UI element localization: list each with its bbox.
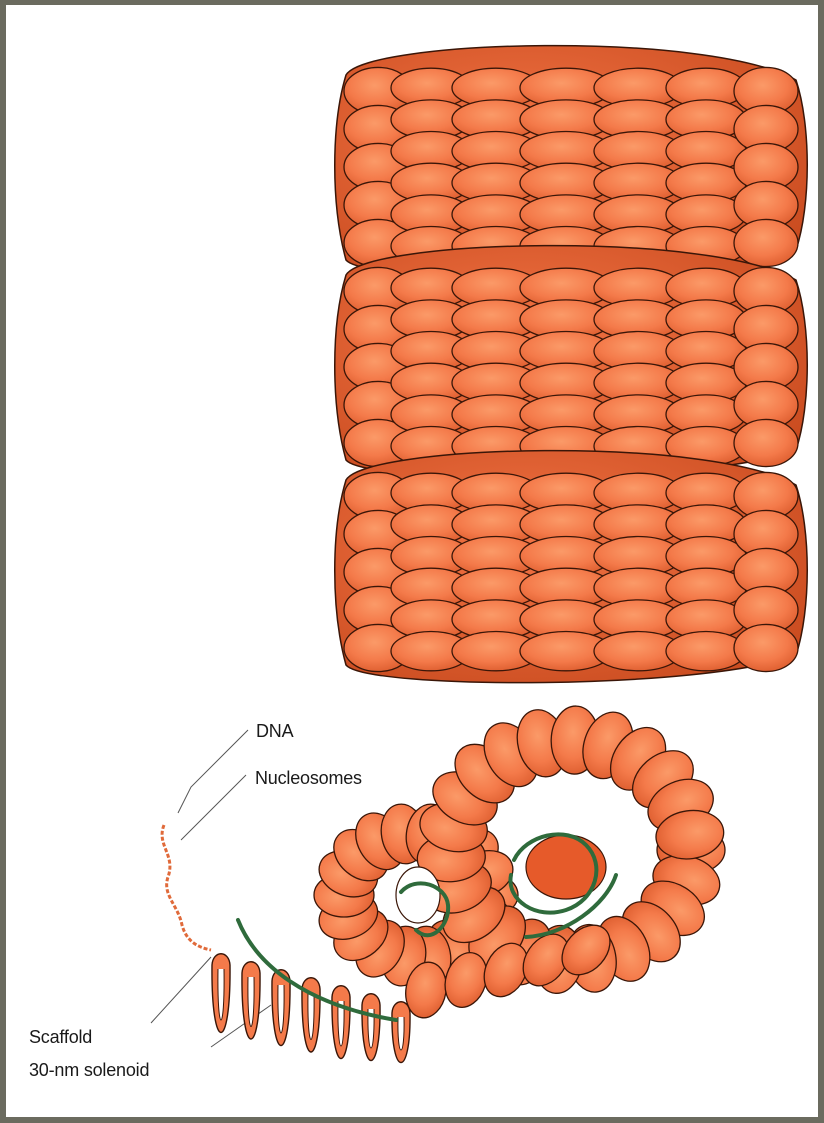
nucleosome-bead [734,624,798,671]
nucleosomes-label: Nucleosomes [255,768,362,789]
solenoid-coil [313,704,727,1021]
dna-leader-line [178,730,248,813]
chromatin-condensation-diagram [6,5,818,1117]
nucleosome-bead [734,419,798,466]
scaffold-label: Scaffold [29,1027,92,1048]
condensed-tier [335,451,808,683]
dna-strand [162,825,211,950]
solenoid-label: 30-nm solenoid [29,1060,149,1081]
scaffold-leader-line [151,957,211,1023]
nucleosome-bead [734,219,798,266]
condensed-tier [335,46,808,278]
nucleosomes-leader-line [181,775,246,840]
dna-label: DNA [256,721,293,742]
figure-panel: DNA Nucleosomes Scaffold 30-nm solenoid [6,5,818,1117]
condensed-chromatin-body [313,46,808,1021]
condensed-tier [335,246,808,478]
